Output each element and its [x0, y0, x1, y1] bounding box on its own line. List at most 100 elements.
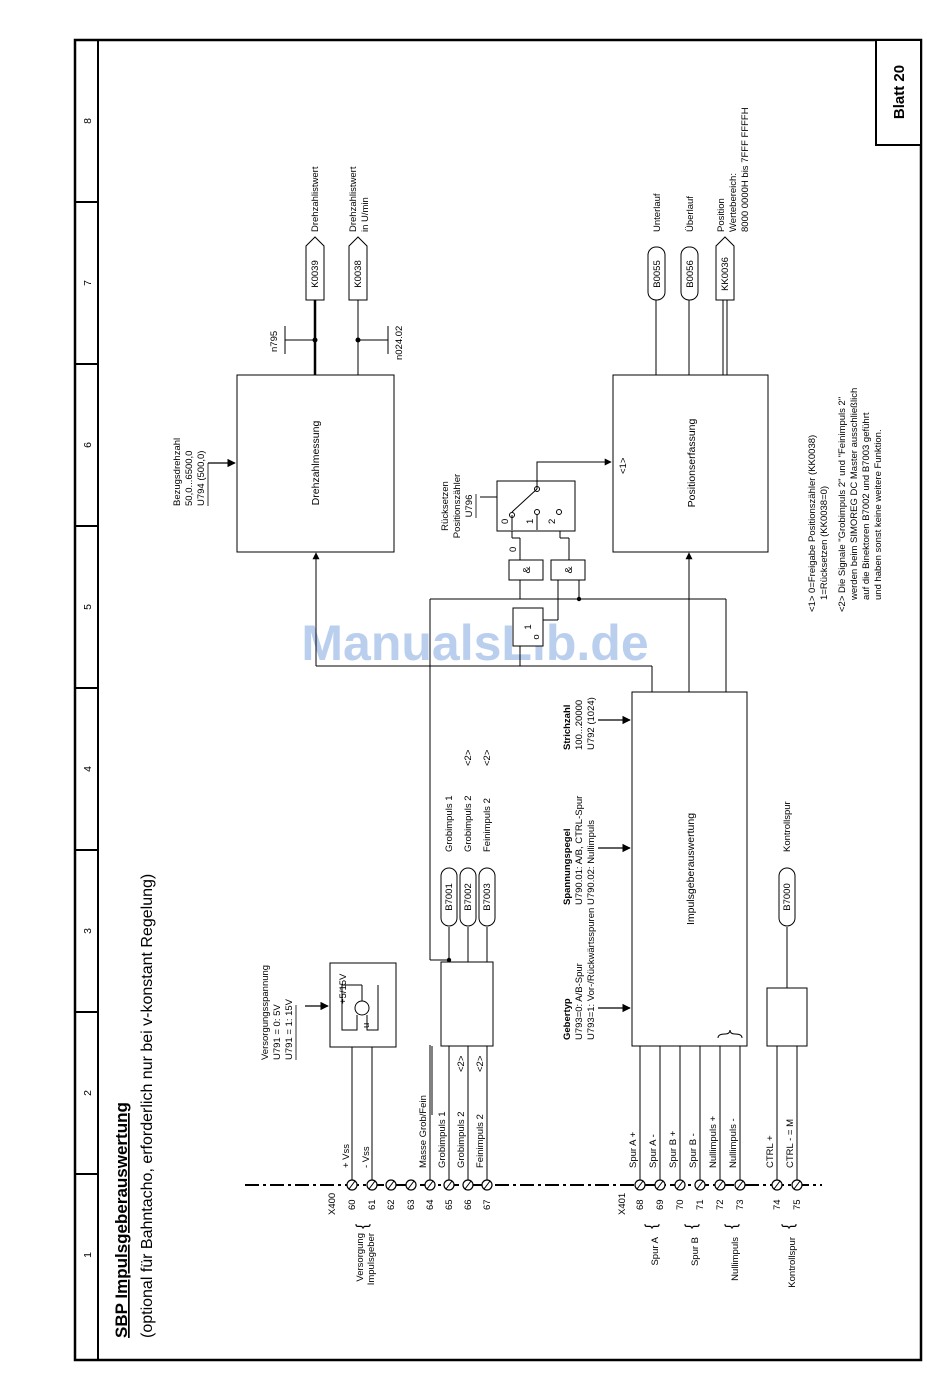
watermark: ManualsLib.de [301, 615, 648, 671]
switch-label-2: 2 [547, 519, 558, 524]
column-dividers [75, 201, 98, 1175]
column-number-8: 8 [82, 118, 94, 124]
and-gate-1 [508, 559, 544, 581]
k0038-description-1: Drehzahlistwert [348, 166, 359, 232]
or-gate [512, 607, 544, 647]
k0039-description: Drehzahlistwert [310, 166, 321, 232]
blatt-label: Blatt 20 [891, 65, 908, 119]
strichzahl-title: Strichzahl [562, 705, 573, 750]
b0055-description: Unterlauf [652, 193, 663, 232]
note-2-b7003: <2> [482, 749, 493, 766]
x401-terminal-numbers: X401 68 69 70 71 72 73 74 75 [617, 1193, 803, 1215]
footnote-2-line2: werden beim SIMOREG DC Master ausschließ… [849, 388, 860, 601]
nullimpuls-brace [717, 1029, 743, 1039]
blatt-box [875, 39, 922, 146]
terminal-65: 65 [444, 1199, 455, 1210]
drehzahlmessung-label: Drehzahlmessung [310, 421, 322, 506]
terminal-63: 63 [406, 1199, 417, 1210]
n024-label: n024.02 [394, 326, 405, 360]
terminal-64: 64 [425, 1199, 436, 1210]
switch-label-0: 0 [500, 519, 511, 524]
label-grobimpuls-2: Grobimpuls 2 [463, 796, 474, 853]
impulsgeberauswertung-label: Impulsgeberauswertung [685, 813, 697, 925]
supply-loop-2 [366, 985, 379, 1031]
and-gate-2 [550, 559, 586, 581]
footnote-2-line1: <2> Die Signale "Grobimpuls 2" und "Fein… [837, 397, 848, 612]
gebertyp-title: Gebertyp [562, 998, 573, 1040]
signal-minus-vss: - Vss [361, 1146, 372, 1168]
switch-pos-1 [534, 509, 540, 515]
signal-spur-a-minus: Spur A - [648, 1134, 659, 1168]
connector-kk0036: KK0036 [715, 236, 735, 301]
column-number-2: 2 [82, 1090, 94, 1096]
connector-k0039: K0039 [305, 236, 325, 301]
svg-text:B7003: B7003 [482, 883, 493, 910]
positionserfassung-label: Positionserfassung [686, 418, 698, 507]
brace-versorgung: { [354, 1223, 371, 1229]
terminal-72: 72 [715, 1199, 726, 1210]
supply-line1: U791 = 0: 5V [272, 1004, 283, 1060]
switch-output-to-position [536, 458, 612, 489]
x400-label: X400 [327, 1193, 338, 1215]
kk0036-description-3: 8000 0000H bis 7FFF FFFFH [740, 107, 751, 232]
terminal-61: 61 [367, 1199, 378, 1210]
switch-blade [511, 488, 538, 513]
svg-text:K0039: K0039 [310, 260, 321, 287]
label-kontrollspur: Kontrollspur [782, 801, 793, 852]
signal-spur-b-plus: Spur B + [668, 1130, 679, 1168]
supply-loop [341, 984, 362, 1031]
and-gate-1-symbol: & [521, 566, 533, 573]
column-number-7: 7 [82, 280, 94, 286]
svg-text:B7000: B7000 [782, 883, 793, 910]
terminal-67: 67 [482, 1199, 493, 1210]
junction-grob1 [446, 957, 452, 963]
column-number-4: 4 [82, 766, 94, 772]
label-grobimpuls-1: Grobimpuls 1 [444, 796, 455, 853]
group-spur-a: Spur A [650, 1236, 661, 1265]
brace-kontrollspur: { [780, 1223, 797, 1229]
x401-wires [639, 927, 798, 1180]
column-number-5: 5 [82, 604, 94, 610]
versorgung-label: Versorgung [355, 1233, 366, 1282]
note-2-fein: <2> [475, 1055, 486, 1072]
or-gate-inverter: o [531, 634, 542, 639]
footnote-2-line4: und haben sonst keine weitere Funktion. [873, 429, 884, 600]
binector-b7003: B7003 [478, 867, 496, 927]
junction-and2 [576, 596, 582, 602]
group-kontrollspur: Kontrollspur [787, 1237, 798, 1288]
position-note-1: <1> [618, 457, 629, 474]
signal-feinimpuls-2: Feinimpuls 2 [475, 1114, 486, 1168]
binector-b7002: B7002 [459, 867, 477, 927]
footnote-1-line1: <1> 0=Freigabe Positionszähler (KK0038) [807, 435, 818, 612]
signal-ctrl-minus: CTRL - = M [785, 1119, 796, 1168]
supply-title: Versorgungsspannung [260, 965, 271, 1060]
svg-text:B7001: B7001 [444, 883, 455, 910]
column-number-1: 1 [82, 1252, 94, 1258]
b0056-description: Überlauf [685, 196, 696, 232]
signal-ctrl-plus: CTRL + [765, 1135, 776, 1168]
reset-label-2: Positionszähler [452, 474, 463, 538]
and-gate-2-symbol: & [563, 566, 575, 573]
binector-b7000: B7000 [778, 867, 796, 927]
kk0036-description-2: Wertebereich: [728, 173, 739, 232]
page-subtitle: (optional für Bahntacho, erforderlich nu… [139, 874, 156, 1338]
label-feinimpuls-2: Feinimpuls 2 [482, 798, 493, 852]
x400-terminal-numbers: X400 60 61 62 63 64 65 66 67 [327, 1193, 493, 1215]
terminal-73: 73 [735, 1199, 746, 1210]
brace-spur-b: { [683, 1223, 700, 1229]
signal-plus-vss: + Vss [341, 1144, 352, 1168]
reset-label-3: U796 [464, 495, 475, 518]
supply-line2: U791 = 1: 15V [284, 998, 295, 1060]
impulsgeberauswertung-block [631, 691, 748, 1047]
or-gate-symbol: 1 [523, 624, 534, 629]
terminal-68: 68 [635, 1199, 646, 1210]
and-input-label-0: 0 [508, 547, 519, 552]
brace-spur-a: { [643, 1223, 660, 1229]
terminal-74: 74 [772, 1199, 783, 1210]
supply-u: u [361, 1023, 372, 1028]
gebertyp-line2: U793=1: Vor-/Rückwärtsspuren [586, 908, 597, 1040]
note-2-grob: <2> [456, 1055, 467, 1072]
terminal-60: 60 [347, 1199, 358, 1210]
reset-label-1: Rücksetzen [440, 481, 451, 531]
